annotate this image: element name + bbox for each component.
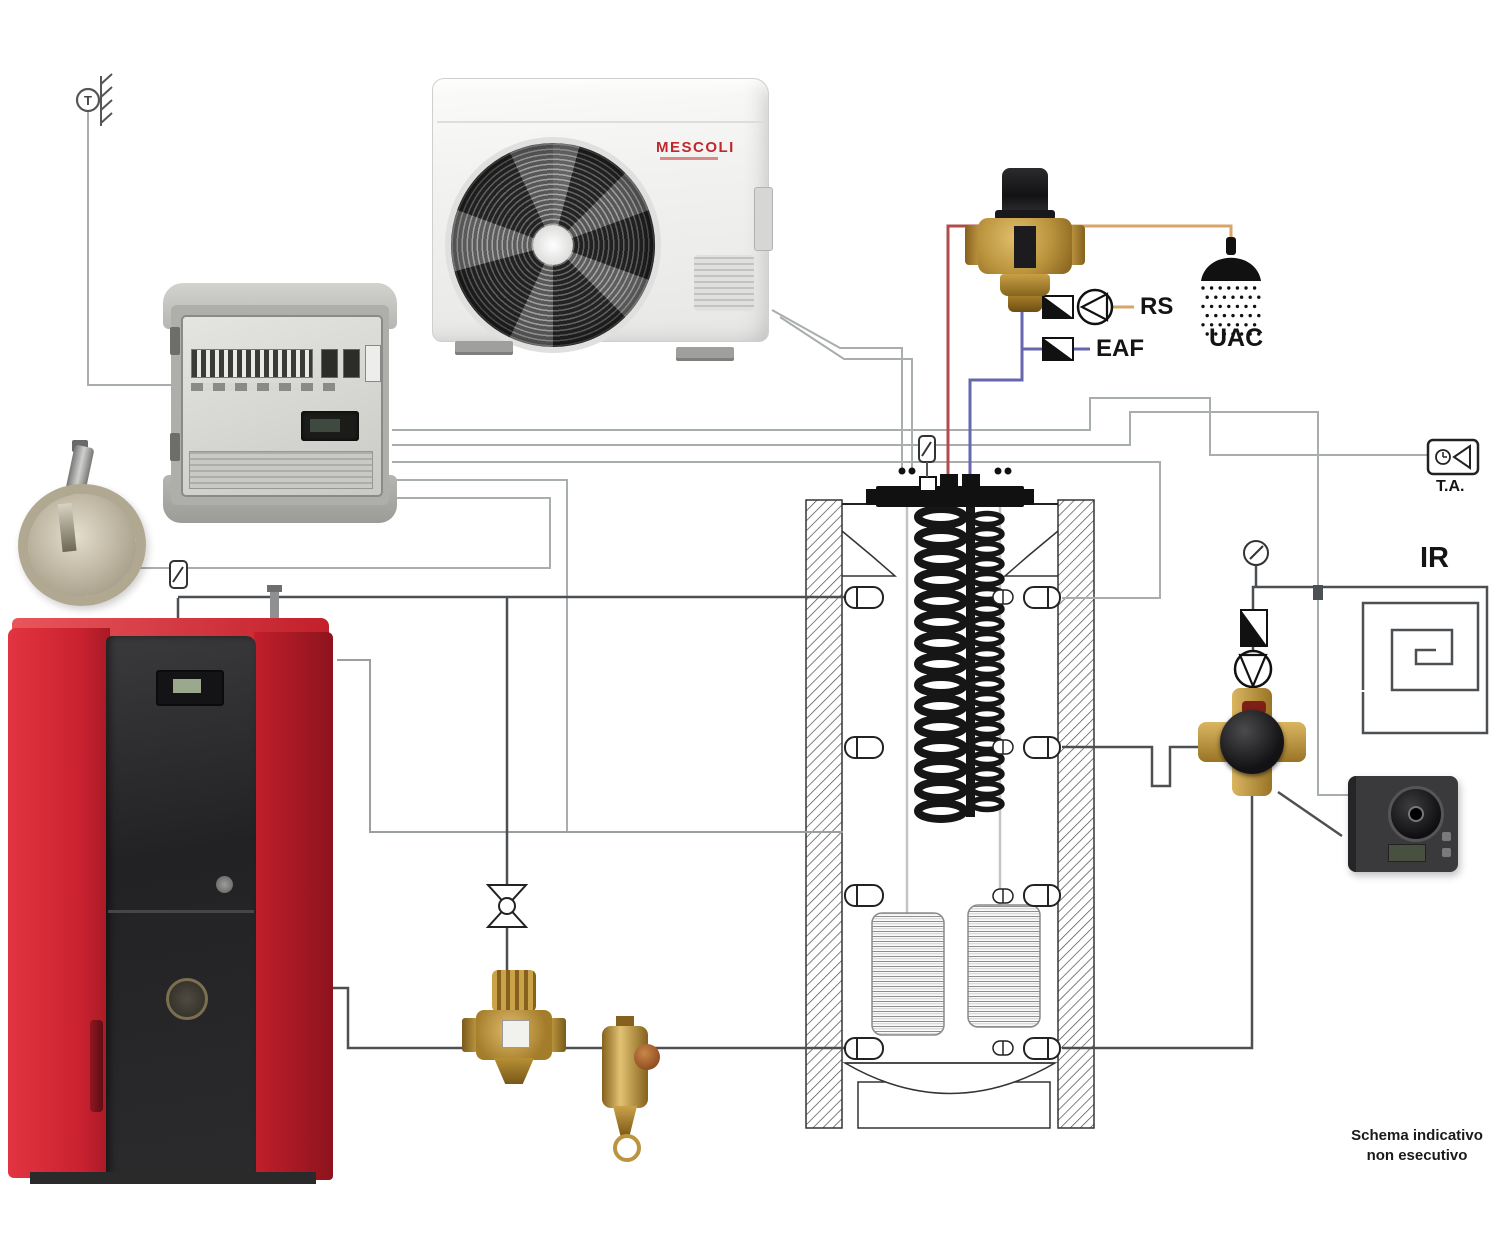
anti-condensation-valve <box>462 970 566 1090</box>
panel-display <box>301 411 359 441</box>
header-fitting-cold <box>962 474 980 491</box>
radiant-loop-line <box>1251 585 1489 735</box>
room-thermostat-icon <box>1426 438 1480 476</box>
heat-pump-top-seam <box>437 121 764 123</box>
breaker-switch <box>321 349 338 378</box>
symbols: T <box>75 73 1480 928</box>
electrical-control-panel <box>163 283 397 523</box>
tank-dhw-coil-left <box>914 505 968 823</box>
gauge-icon <box>1243 540 1269 566</box>
panel-louvers <box>189 451 373 489</box>
schema-note-line1: Schema indicativo <box>1351 1127 1483 1144</box>
brand-logo: MESCOLI <box>656 139 735 156</box>
valve-actuator <box>1348 776 1458 872</box>
sensor-icon <box>1313 585 1323 600</box>
panel-hinge <box>170 433 180 461</box>
loop-line-outer <box>392 479 568 832</box>
line-to-tank-sensor <box>392 461 1161 599</box>
hydraulic-lines <box>176 565 1489 1050</box>
boiler-right-panel <box>254 632 333 1180</box>
loop-line-inner <box>140 497 551 569</box>
boiler-door-seam <box>108 910 254 913</box>
heating-supply-line <box>1062 745 1207 788</box>
heatpump-pipe-2 <box>779 316 913 468</box>
heatpump-pipe-1 <box>771 309 903 468</box>
four-way-mixing-valve <box>1198 688 1306 796</box>
brand-logo-subline <box>660 157 718 160</box>
label-ir: IR <box>1420 542 1449 574</box>
pump-icon <box>1233 649 1273 689</box>
panel-card <box>365 345 381 382</box>
thermostatic-mixing-valve <box>965 168 1085 314</box>
pump-icon <box>1076 288 1114 326</box>
tank-wall-left <box>805 499 843 1129</box>
flue-check-valve <box>11 440 153 613</box>
line-to-ta <box>392 397 1428 456</box>
fan-hub <box>533 225 573 265</box>
actuator-display <box>1388 844 1426 862</box>
check-valve-icon <box>1240 609 1268 647</box>
tank-wall-right <box>1057 499 1095 1129</box>
boiler-base <box>30 1172 316 1184</box>
tank-dhw-coil-right <box>969 510 1005 813</box>
tank-small-fittings <box>992 589 1014 1056</box>
mounting-foot <box>676 347 734 358</box>
connection-box <box>754 187 773 251</box>
actuator-link-line <box>1277 790 1343 838</box>
boiler-handle <box>90 1020 103 1112</box>
tank-funnel <box>841 530 1059 577</box>
cold-water-pipe <box>968 296 1024 482</box>
dhw-pipe <box>1062 224 1233 243</box>
tank-bottom-dome <box>842 1062 1058 1095</box>
shower-icon <box>1201 237 1261 336</box>
control-lines <box>87 112 1428 833</box>
tank-header <box>866 467 1034 507</box>
tank-lower-coil-right <box>967 904 1041 1028</box>
buffer-tank <box>805 489 1095 1129</box>
label-uac: UAC <box>1209 324 1264 352</box>
line-to-actuator <box>392 411 1348 796</box>
check-valve-icon <box>1042 295 1074 319</box>
schema-note-line2: non esecutivo <box>1366 1147 1468 1164</box>
label-ta: T.A. <box>1436 478 1465 495</box>
heating-return-line <box>1062 792 1254 1050</box>
outdoor-sensor-icon: T <box>75 73 113 126</box>
flue-pipe <box>267 585 282 620</box>
svg-text:T: T <box>84 93 92 108</box>
tank-lower-coil-left <box>871 912 945 1036</box>
mounting-foot <box>455 341 513 352</box>
heat-pump-outdoor-unit: MESCOLI <box>432 78 773 358</box>
sensor-icon <box>169 560 188 589</box>
boiler-display <box>156 670 224 706</box>
fan-grille-icon <box>445 137 661 353</box>
sensor-icon <box>918 435 936 477</box>
magnetic-filter <box>586 1016 664 1162</box>
breaker-switch <box>343 349 360 378</box>
boiler-badge <box>216 876 233 893</box>
radiant-floor-icon <box>1361 601 1480 692</box>
vent-grille <box>694 255 754 311</box>
terminal-blocks <box>191 349 313 378</box>
panel-hinge <box>170 327 180 355</box>
gate-valve-icon <box>485 884 529 928</box>
check-valve-icon <box>1042 337 1074 361</box>
pellet-boiler <box>8 585 333 1184</box>
header-fitting-hot <box>940 474 958 491</box>
label-eaf: EAF <box>1096 335 1144 362</box>
tank-ports <box>844 586 1061 1060</box>
boiler-emblem <box>166 978 208 1020</box>
actuator-dial <box>1388 786 1444 842</box>
tank-coil-center-pipe <box>966 489 975 817</box>
terminal-row <box>191 383 341 391</box>
boiler-supply-line <box>337 659 843 833</box>
outdoor-sensor-line <box>87 112 175 386</box>
label-rs: RS <box>1140 293 1174 320</box>
header-fitting-white <box>919 476 937 492</box>
schema-note: Schema indicativo non esecutivo <box>1312 1126 1500 1166</box>
